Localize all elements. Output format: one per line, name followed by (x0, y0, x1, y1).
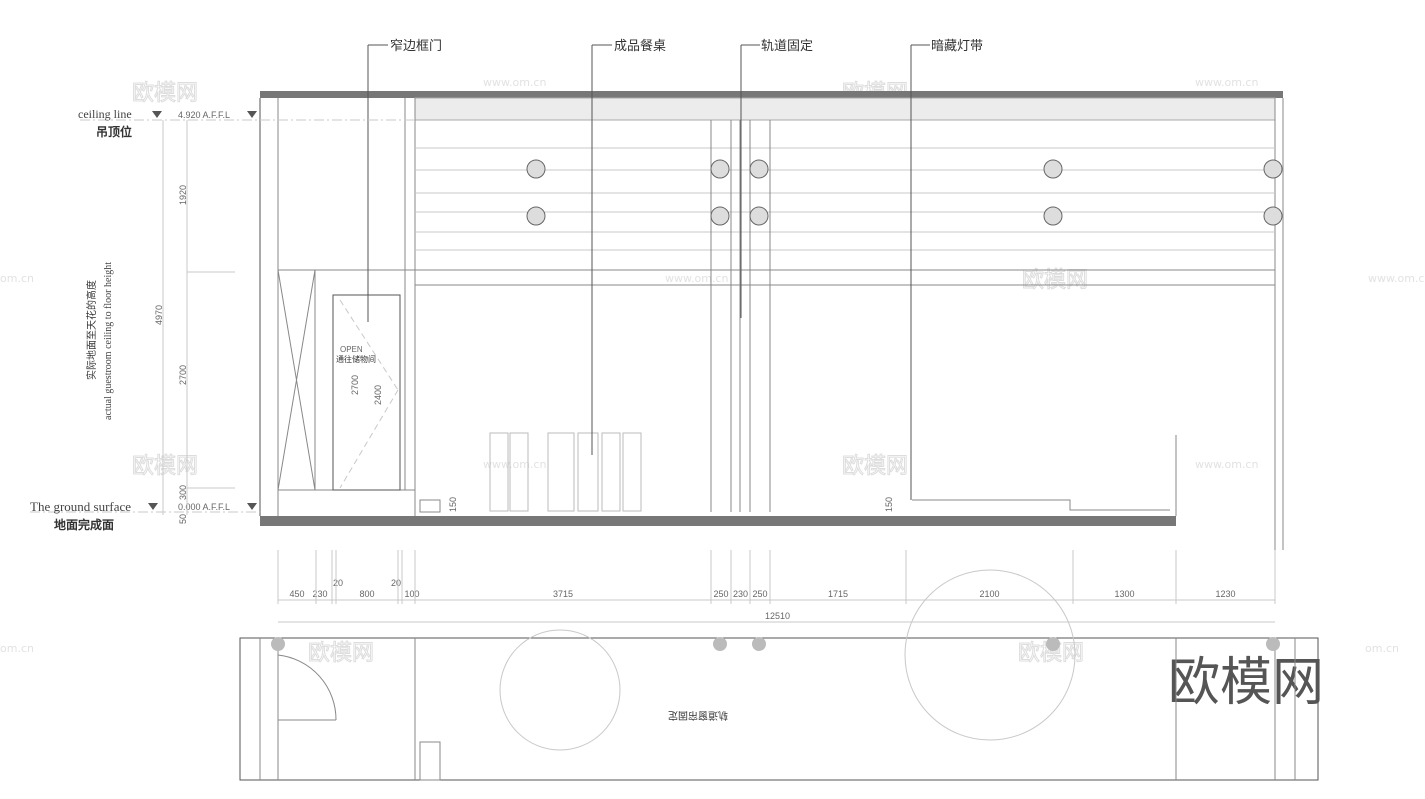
floor-slab (260, 516, 1176, 526)
dim-segment: 100 (404, 589, 419, 599)
pendant-light-icon (526, 159, 546, 179)
dim-segment: 20 (333, 578, 343, 588)
ceiling-elevation: 4.920 A.F.F.L (178, 110, 230, 120)
watermark-url: om.cn (1365, 642, 1399, 655)
watermark-url: om.cn (0, 642, 34, 655)
pendant-light-icon (749, 159, 769, 179)
callout-dining-table: 成品餐桌 (614, 38, 666, 54)
ceiling-hatch (414, 97, 1276, 121)
watermark-url: om.cn (0, 272, 34, 285)
logo-watermark: 欧模网 (1168, 653, 1324, 713)
ceiling-slab (260, 91, 1283, 98)
dim-segment: 450 (289, 589, 304, 599)
height-note-en: actual guestroom ceiling to floor height (103, 262, 114, 420)
dim-segment: 230 (312, 589, 327, 599)
door-open-label: OPEN (340, 345, 363, 354)
ceiling-cn-label: 吊顶位 (96, 124, 132, 139)
door-height-dim: 2400 (373, 385, 383, 405)
pendant-light-icon (749, 206, 769, 226)
dining-chairs (489, 432, 642, 512)
dim-segment: 3715 (553, 589, 573, 599)
dim-segment: 1230 (1215, 589, 1235, 599)
dim-segment: 250 (713, 589, 728, 599)
pendant-light-icon (1043, 206, 1063, 226)
watermark-url: www.om.cn (1195, 458, 1258, 471)
dim-lower: 2700 (178, 365, 188, 385)
skirting-dim: 150 (448, 497, 458, 512)
dim-segment: 20 (391, 578, 401, 588)
watermark: 欧模网 (132, 81, 198, 106)
dim-base: 300 (178, 485, 188, 500)
level-marker-icon (152, 111, 162, 118)
watermark: 欧模网 (1022, 268, 1088, 293)
dim-upper: 1920 (178, 185, 188, 205)
pendant-light-icon (710, 159, 730, 179)
dim-total-width: 12510 (765, 611, 790, 621)
watermark-url: www.om.cn (665, 272, 728, 285)
dim-base: 50 (178, 514, 188, 524)
door-room-label: 通往储物间 (336, 354, 376, 364)
level-marker-icon (148, 503, 158, 510)
watermark-url: www.om.cn (483, 76, 546, 89)
pendant-light-icon (1043, 159, 1063, 179)
dim-segment: 800 (359, 589, 374, 599)
pendant-light-icon (526, 206, 546, 226)
height-note-cn: 实际地面至天花的高度 (85, 280, 98, 380)
door-height-dim: 2700 (350, 375, 360, 395)
dim-segment: 230 (733, 589, 748, 599)
pendant-light-icon (710, 206, 730, 226)
pendant-light-icon (1263, 206, 1283, 226)
callouts (367, 44, 930, 500)
watermark: 欧模网 (132, 454, 198, 479)
watermark-url: www.om.cn (1368, 272, 1425, 285)
floor-plan (239, 569, 1319, 781)
pendant-lights (526, 159, 1283, 226)
plan-note: 轨道窗帘固定 (668, 709, 728, 722)
elevation-lines (259, 98, 1284, 550)
watermark: 欧模网 (842, 454, 908, 479)
watermark-url: www.om.cn (1195, 76, 1258, 89)
watermark-url: www.om.cn (483, 458, 546, 471)
ground-elevation: 0.000 A.F.F.L (178, 502, 230, 512)
pendant-light-icon (1263, 159, 1283, 179)
dim-total-height: 4970 (154, 305, 164, 325)
callout-narrow-frame-door: 窄边框门 (390, 38, 442, 54)
watermark: 欧模网 (308, 641, 374, 666)
callout-hidden-light-strip: 暗藏灯带 (931, 39, 983, 54)
dim-segment: 1715 (828, 589, 848, 599)
dim-segment: 250 (752, 589, 767, 599)
dim-segment: 1300 (1114, 589, 1134, 599)
level-marker-icon (247, 503, 257, 510)
level-marker-icon (247, 111, 257, 118)
ground-cn-label: 地面完成面 (54, 517, 114, 532)
skirting-dim: 150 (884, 497, 894, 512)
dim-segment: 2100 (979, 589, 999, 599)
callout-track-fixed: 轨道固定 (761, 39, 813, 54)
ground-surface-label: The ground surface (30, 499, 131, 514)
ceiling-line-label: ceiling line (78, 107, 132, 121)
